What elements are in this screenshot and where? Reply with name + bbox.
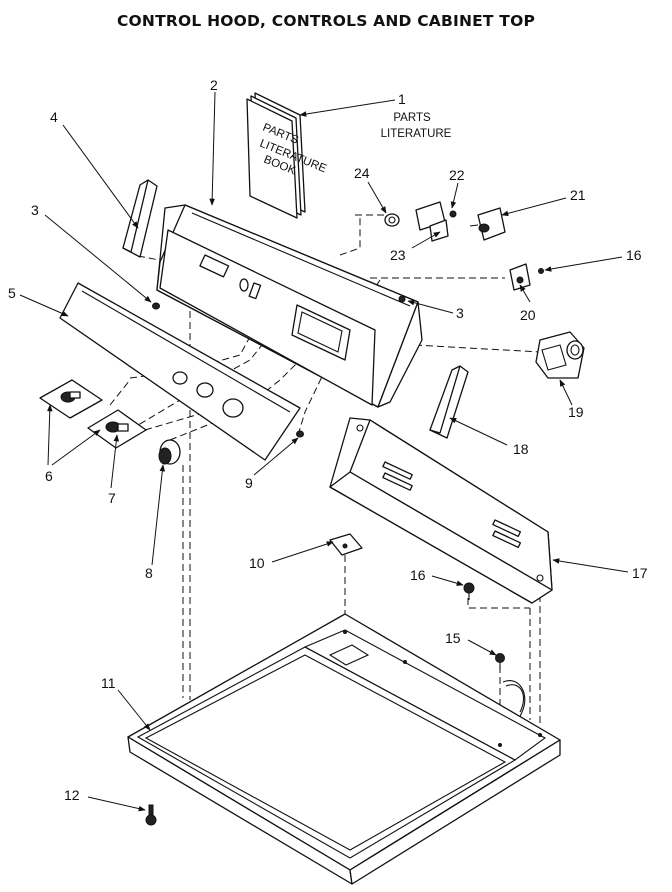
- callout-5: 5: [8, 285, 16, 301]
- screw-3-right: [398, 295, 406, 303]
- clip: [329, 533, 363, 556]
- cabinet-top: [127, 613, 561, 885]
- callout-20: 20: [520, 307, 536, 323]
- callout-6: 6: [45, 468, 53, 484]
- callout-2: 2: [210, 77, 218, 93]
- callout-18: 18: [513, 441, 529, 457]
- push-to-start-switch: [415, 201, 457, 242]
- callout-24: 24: [354, 165, 370, 181]
- callout-4: 4: [50, 109, 58, 125]
- parts-literature-book: PARTS LITERATURE BOOK: [246, 92, 328, 219]
- callout-11: 11: [101, 675, 116, 691]
- left-end-cap: [122, 179, 158, 258]
- callout-15: 15: [445, 630, 461, 646]
- callout-labels: 1 PARTS LITERATURE 2 3 3 4 5 6 7 8 9 10 …: [8, 77, 648, 803]
- callout-10: 10: [249, 555, 265, 571]
- callout-21: 21: [570, 187, 586, 203]
- screw-16-lower: [463, 582, 475, 600]
- control-hood: [156, 204, 423, 408]
- callout-1-label: LITERATURE: [381, 128, 452, 140]
- callout-3: 3: [456, 305, 464, 321]
- screw-15: [495, 653, 505, 670]
- diagram-title: CONTROL HOOD, CONTROLS AND CABINET TOP: [117, 12, 535, 30]
- callout-23: 23: [390, 247, 406, 263]
- selector-switch: [469, 207, 506, 241]
- timer-knob: [87, 409, 147, 449]
- timer-dial-knob: [158, 439, 181, 465]
- control-panel: [59, 282, 301, 461]
- callout-7: 7: [108, 490, 116, 506]
- callout-8: 8: [145, 565, 153, 581]
- right-end-cap: [429, 365, 469, 439]
- selector-knob: [39, 379, 103, 419]
- screw-16-upper: [538, 268, 544, 274]
- screw-3-left: [152, 302, 160, 310]
- callout-19: 19: [568, 404, 584, 420]
- callout-3: 3: [31, 202, 39, 218]
- callout-12: 12: [64, 787, 80, 803]
- callout-1: 1: [398, 91, 406, 107]
- callout-17: 17: [632, 565, 648, 581]
- screw-9: [296, 430, 304, 438]
- screw-12: [145, 804, 157, 826]
- leader-lines: [19, 91, 629, 812]
- rear-panel: [329, 417, 553, 604]
- callout-16: 16: [626, 247, 642, 263]
- small-switch: [509, 263, 531, 291]
- indicator-light: [384, 213, 400, 227]
- callout-16: 16: [410, 567, 426, 583]
- callout-1-label: PARTS: [393, 112, 431, 124]
- callout-22: 22: [449, 167, 465, 183]
- callout-9: 9: [245, 475, 253, 491]
- timer: [535, 331, 585, 379]
